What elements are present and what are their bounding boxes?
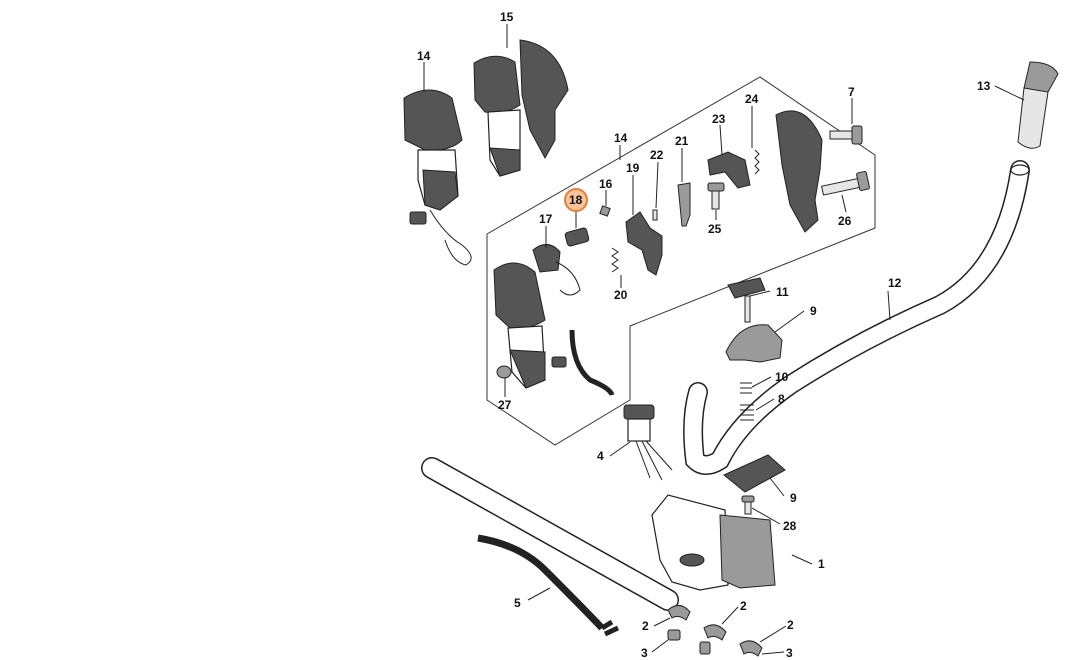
part-12-handlebar-tube[interactable] xyxy=(683,160,1030,475)
part-3-screw-a[interactable] xyxy=(667,629,681,641)
label-2-a: 2 xyxy=(740,599,747,613)
label-4: 4 xyxy=(597,449,604,463)
part-23-lever[interactable] xyxy=(707,151,751,189)
label-9-lower: 9 xyxy=(790,491,797,505)
part-9-clamp-upper[interactable] xyxy=(725,324,783,363)
label-25: 25 xyxy=(708,222,722,236)
part-labels: 15 14 14 7 13 24 23 21 22 19 16 18 17 25… xyxy=(417,10,991,660)
label-11: 11 xyxy=(776,285,789,299)
part-21-trigger[interactable] xyxy=(677,182,691,227)
label-26: 26 xyxy=(838,214,852,228)
label-9-upper: 9 xyxy=(810,304,817,318)
label-5: 5 xyxy=(514,596,521,610)
part-25-screw[interactable] xyxy=(707,182,725,210)
part-27-nut[interactable] xyxy=(496,365,512,379)
label-24: 24 xyxy=(745,92,759,106)
part-15-handle-housing[interactable] xyxy=(473,39,569,177)
label-28: 28 xyxy=(783,519,797,533)
part-28-screw[interactable] xyxy=(741,495,755,515)
label-21: 21 xyxy=(675,134,689,148)
part-4-connector[interactable] xyxy=(623,404,673,481)
label-1: 1 xyxy=(818,557,825,571)
part-13-grip[interactable] xyxy=(1017,61,1059,149)
part-17-switch[interactable] xyxy=(532,244,581,296)
part-16-nut[interactable] xyxy=(599,205,611,217)
part-22-pin[interactable] xyxy=(652,209,658,221)
part-14-handle-assembly[interactable] xyxy=(403,89,472,266)
label-27: 27 xyxy=(498,398,512,412)
part-24-spring[interactable] xyxy=(754,149,760,175)
label-3-a: 3 xyxy=(641,646,648,660)
right-handle-housing[interactable] xyxy=(775,110,823,233)
label-3-b: 3 xyxy=(786,646,793,660)
part-5-cable[interactable] xyxy=(477,534,620,637)
label-12: 12 xyxy=(888,276,902,290)
part-18-insert[interactable] xyxy=(564,227,590,247)
part-11-clamp-knob[interactable] xyxy=(727,277,766,323)
label-17: 17 xyxy=(539,212,553,226)
label-14-frame: 14 xyxy=(614,131,628,145)
label-2-c: 2 xyxy=(787,618,794,632)
part-3-screw-b[interactable] xyxy=(699,641,711,655)
part-26-bolt[interactable] xyxy=(821,171,870,196)
label-14-top: 14 xyxy=(417,49,431,63)
leader-lines xyxy=(423,24,1025,655)
label-15: 15 xyxy=(500,10,514,24)
label-2-b: 2 xyxy=(642,619,649,633)
part-2-clamp-b[interactable] xyxy=(703,624,727,641)
subassembly-frame xyxy=(486,76,876,446)
part-7-bolt[interactable] xyxy=(829,125,863,145)
label-18: 18 xyxy=(569,193,583,207)
label-13: 13 xyxy=(977,79,991,93)
label-20: 20 xyxy=(614,288,628,302)
part-8-spring[interactable] xyxy=(740,404,754,421)
label-16: 16 xyxy=(599,177,613,191)
lower-handle-assembly[interactable] xyxy=(493,262,615,396)
drive-shaft-tube[interactable] xyxy=(421,457,679,611)
label-10: 10 xyxy=(775,370,789,384)
part-1-housing[interactable] xyxy=(651,494,776,591)
label-19: 19 xyxy=(626,161,640,175)
label-22: 22 xyxy=(650,148,664,162)
part-9-clamp-lower[interactable] xyxy=(723,454,786,493)
part-10-spring[interactable] xyxy=(740,382,752,394)
label-7: 7 xyxy=(848,85,855,99)
part-2-clamp-c[interactable] xyxy=(739,640,763,657)
label-8: 8 xyxy=(778,392,785,406)
part-20-spring[interactable] xyxy=(611,247,619,273)
label-23: 23 xyxy=(712,112,726,126)
part-2-clamp-a[interactable] xyxy=(667,605,691,621)
highlight-marker xyxy=(564,188,588,212)
part-19-lever[interactable] xyxy=(625,211,663,276)
